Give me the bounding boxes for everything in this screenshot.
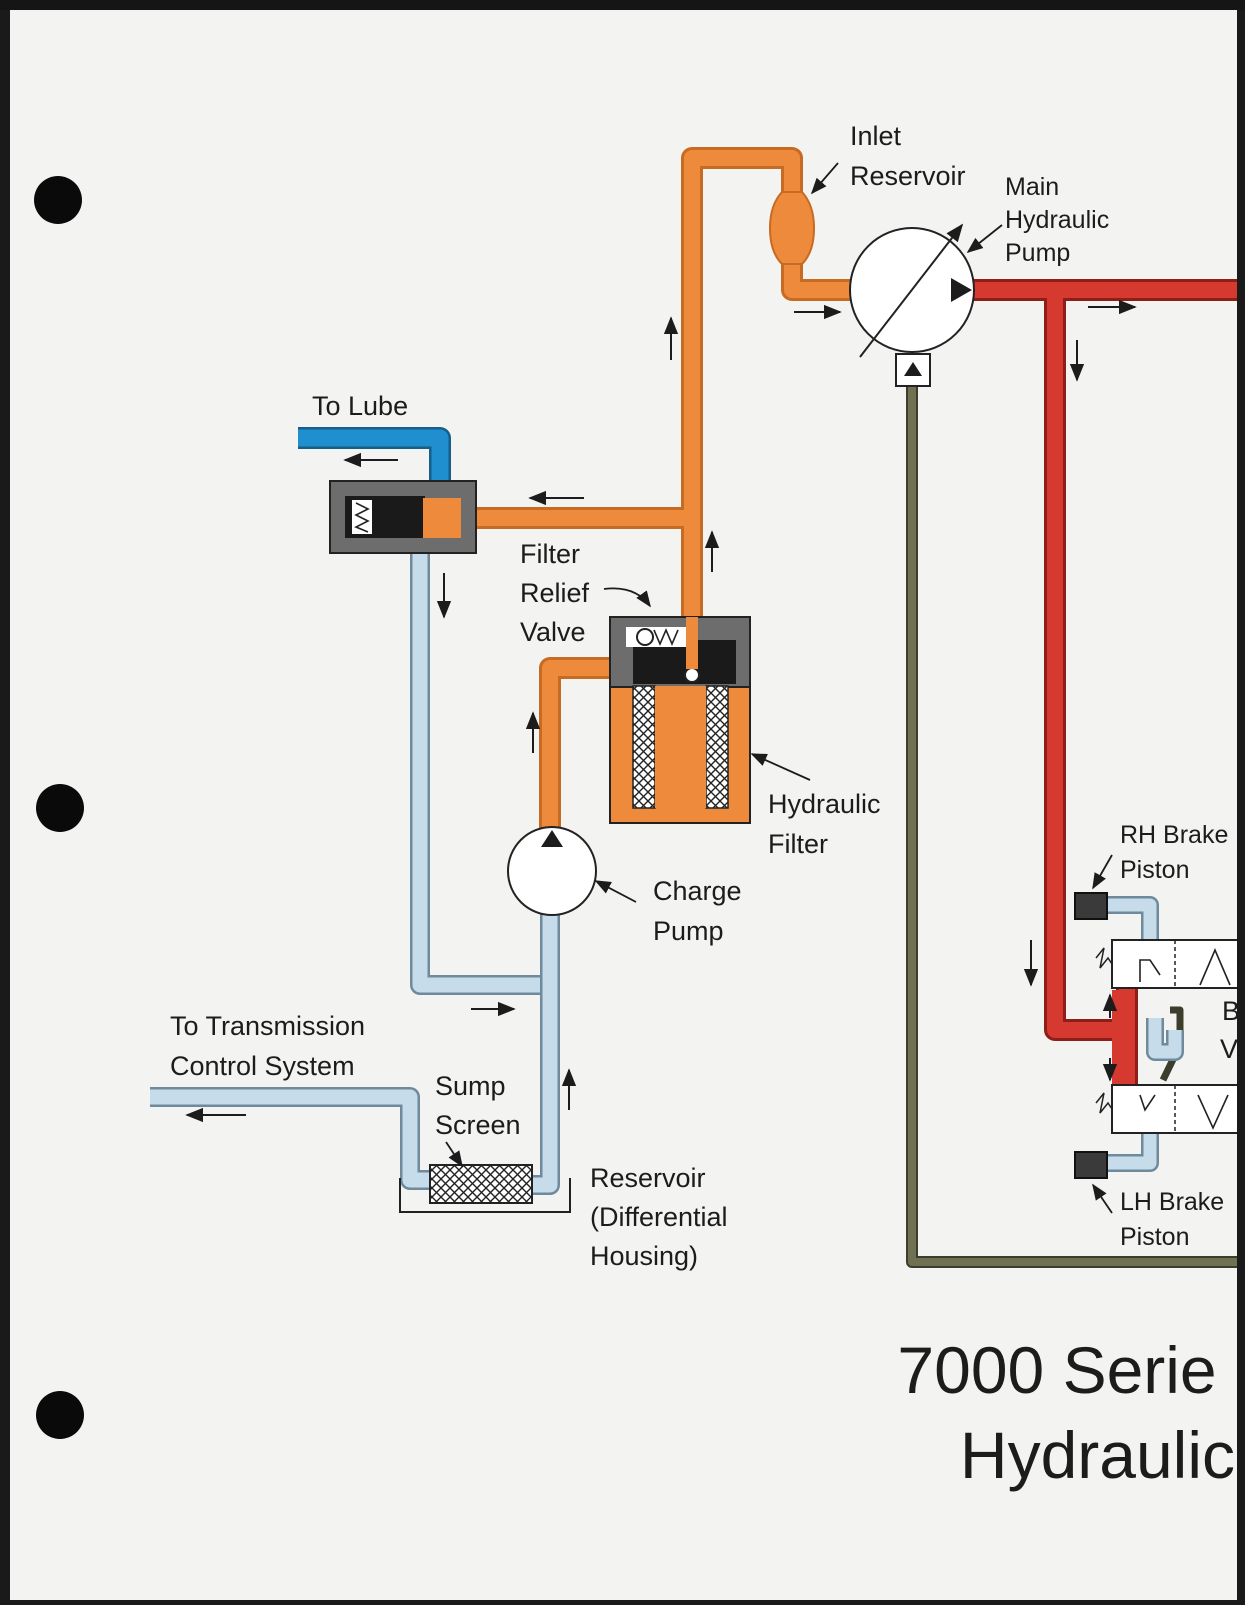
label-inlet-reservoir: Inlet Reservoir <box>850 121 966 191</box>
lube-line <box>298 427 451 495</box>
label-charge-pump: Charge Pump <box>653 876 749 946</box>
label-to-lube: To Lube <box>312 391 408 421</box>
spring-icon <box>1095 1092 1113 1114</box>
spring-icon <box>1095 947 1113 969</box>
rh-brake-piston <box>1074 892 1108 920</box>
label-hydraulic-filter: Hydraulic Filter <box>768 789 888 859</box>
label-rh-brake-piston: RH Brake Piston <box>1120 821 1235 884</box>
lh-brake-piston <box>1074 1151 1108 1179</box>
label-main-hydraulic-pump: Main Hydraulic Pump <box>1005 173 1116 267</box>
screen-icon <box>429 1164 533 1204</box>
check-ball-icon <box>636 628 654 646</box>
pump-icon <box>507 826 597 916</box>
lube-valve <box>329 480 477 554</box>
reservoir-tank <box>399 1178 571 1213</box>
brake-valve <box>1074 892 1245 1179</box>
spring-icon <box>352 500 372 534</box>
leader-lines <box>445 162 1113 1214</box>
hydraulic-filter <box>609 616 751 824</box>
label-brake-valve-partial: B V <box>1220 996 1245 1064</box>
flow-arrows <box>185 299 1137 1123</box>
filter-element-icon <box>705 685 729 809</box>
spring-icon <box>653 627 679 647</box>
filter-element-icon <box>632 685 656 809</box>
label-reservoir: Reservoir (Differential Housing) <box>590 1163 735 1271</box>
label-sump-screen: Sump Screen <box>435 1071 521 1140</box>
main-hydraulic-pump <box>849 223 975 387</box>
label-lh-brake-piston: LH Brake Piston <box>1120 1188 1231 1251</box>
page-title: 7000 Serie Hydraulic <box>897 1333 1235 1492</box>
inlet-reservoir <box>768 191 816 265</box>
return-lines <box>150 540 560 1195</box>
binder-hole-icon <box>36 784 84 832</box>
check-ball-icon <box>684 667 700 683</box>
binder-hole-icon <box>36 1391 84 1439</box>
supply-lines <box>460 147 850 828</box>
binder-hole-icon <box>34 176 82 224</box>
label-filter-relief-valve: Filter Relief Valve <box>520 539 597 647</box>
charge-pump <box>507 826 597 916</box>
label-to-transmission: To Transmission Control System <box>170 1011 373 1081</box>
